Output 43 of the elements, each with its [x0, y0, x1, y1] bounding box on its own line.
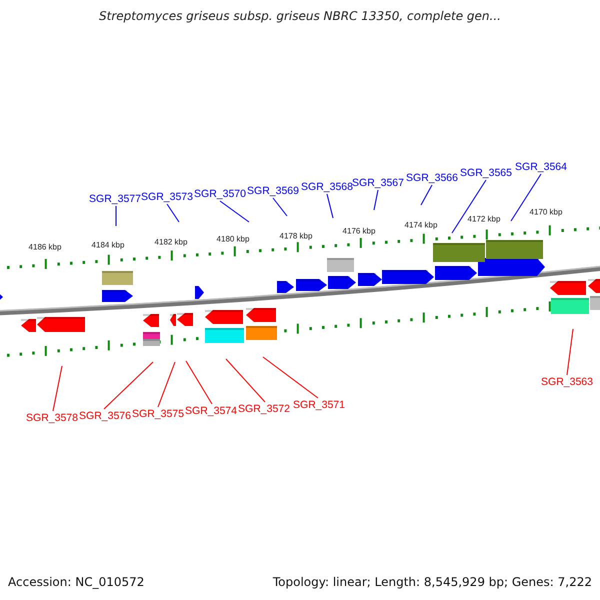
gene-label: SGR_3576: [79, 410, 131, 422]
gene-label: SGR_3578: [26, 412, 78, 424]
gene-label: SGR_3566: [406, 172, 458, 184]
position-label: 4178 kbp: [280, 232, 312, 240]
leader-line: [510, 174, 542, 222]
gene-label: SGR_3574: [185, 405, 237, 417]
leader-line: [52, 366, 62, 412]
position-label: 4174 kbp: [404, 220, 438, 230]
position-label: 4182 kbp: [154, 238, 188, 246]
gene-label: SGR_3565: [460, 167, 512, 179]
position-label: 4186 kbp: [28, 242, 62, 252]
gene-label: SGR_3572: [238, 403, 290, 415]
gene-label: SGR_3567: [352, 177, 404, 189]
gene-label: SGR_3577: [89, 193, 141, 205]
leader-line: [186, 360, 212, 404]
leader-line: [166, 204, 180, 222]
gene-label: SGR_3573: [141, 191, 193, 203]
gene-label: SGR_3568: [301, 181, 353, 193]
gene-label: SGR_3563: [541, 376, 593, 388]
leader-line: [326, 194, 334, 218]
leader-line: [158, 362, 176, 408]
leader-line: [566, 328, 574, 376]
gene-label: SGR_3570: [194, 188, 246, 200]
gene-label: SGR_3564: [515, 161, 567, 173]
position-label: 4176 kbp: [342, 226, 376, 236]
leader-line: [262, 356, 318, 398]
gene-label: SGR_3571: [293, 399, 345, 411]
footer-text: Accession: NC_010572: [8, 575, 144, 589]
leader-line: [374, 190, 378, 210]
footer-text: Topology: linear; Length: 8,545,929 bp; Genes: 7,222: [272, 575, 592, 589]
leader-line: [420, 184, 432, 206]
position-label: 4170 kbp: [530, 208, 562, 216]
position-label: 4180 kbp: [216, 234, 250, 244]
leader-line: [220, 200, 250, 222]
leader-line: [104, 362, 154, 410]
diagram-title: Streptomyces griseus subsp. griseus NBRC 13350, complete gen...: [98, 9, 502, 23]
leader-line: [226, 358, 266, 402]
leader-line: [272, 198, 288, 216]
gene-label: SGR_3569: [247, 185, 299, 197]
position-label: 4184 kbp: [92, 240, 124, 250]
gene-label: SGR_3575: [132, 408, 184, 420]
leader-line: [452, 180, 486, 234]
position-label: 4172 kbp: [468, 214, 500, 224]
